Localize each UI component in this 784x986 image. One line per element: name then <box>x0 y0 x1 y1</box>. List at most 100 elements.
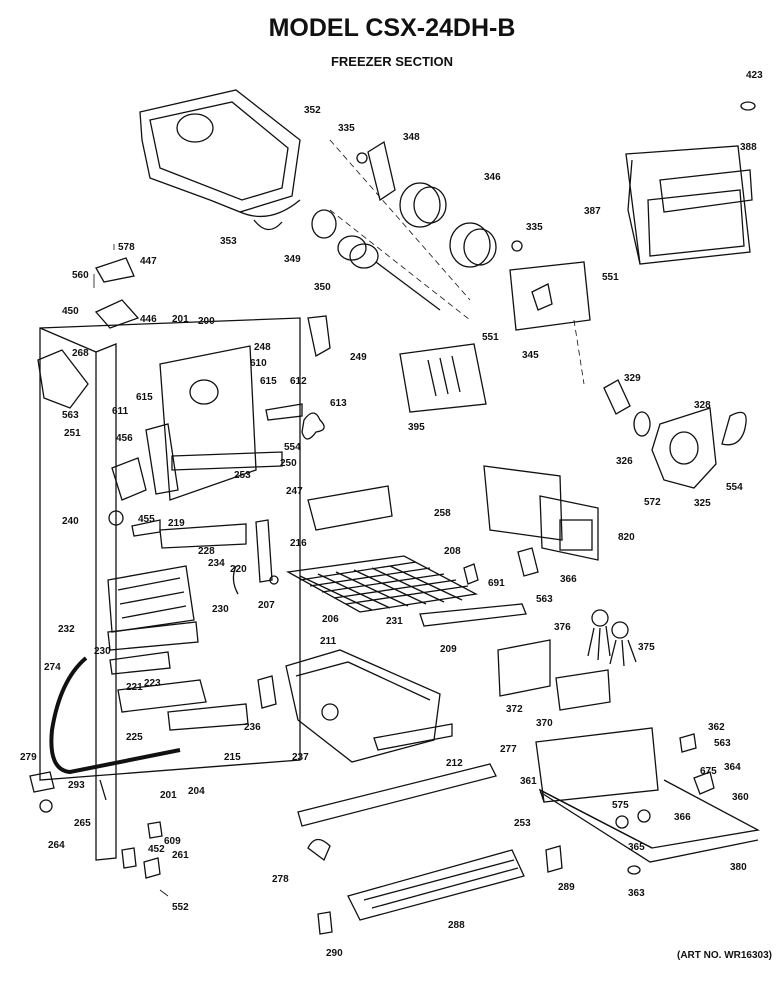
callout-label: 240 <box>62 516 79 527</box>
callout-label: 216 <box>290 538 307 549</box>
callout-label: 370 <box>536 718 553 729</box>
callout-label: 326 <box>616 456 633 467</box>
callout-label: 361 <box>520 776 537 787</box>
callout-label: 362 <box>708 722 725 733</box>
callout-label: 209 <box>440 644 457 655</box>
callout-label: 360 <box>732 792 749 803</box>
callout-label: 328 <box>694 400 711 411</box>
callout-label: 388 <box>740 142 757 153</box>
callout-label: 578 <box>118 242 135 253</box>
callout-label: 353 <box>220 236 237 247</box>
callout-label: 335 <box>338 123 355 134</box>
callout-label: 232 <box>58 624 75 635</box>
callout-label: 376 <box>554 622 571 633</box>
callout-label: 277 <box>500 744 517 755</box>
callout-label: 335 <box>526 222 543 233</box>
callout-label: 613 <box>330 398 347 409</box>
callout-label: 554 <box>284 442 301 453</box>
callout-label: 251 <box>64 428 81 439</box>
callout-label: 675 <box>700 766 717 777</box>
callout-label: 220 <box>230 564 247 575</box>
callout-label: 387 <box>584 206 601 217</box>
callout-label: 446 <box>140 314 157 325</box>
callout-label: 611 <box>112 406 129 417</box>
callout-label: 615 <box>136 392 153 403</box>
callout-label: 575 <box>612 800 629 811</box>
callout-label: 223 <box>144 678 161 689</box>
callout-label: 348 <box>403 132 420 143</box>
callout-label: 261 <box>172 850 189 861</box>
callout-label: 206 <box>322 614 339 625</box>
callout-label: 200 <box>198 316 215 327</box>
callout-label: 225 <box>126 732 143 743</box>
callout-label: 563 <box>536 594 553 605</box>
callout-label: 288 <box>448 920 465 931</box>
callout-label: 363 <box>628 888 645 899</box>
callout-label: 554 <box>726 482 743 493</box>
callout-label: 274 <box>44 662 61 673</box>
callout-label: 253 <box>514 818 531 829</box>
callout-label: 228 <box>198 546 215 557</box>
callout-label: 290 <box>326 948 343 959</box>
callout-label: 248 <box>254 342 271 353</box>
callout-label: 211 <box>320 636 337 647</box>
section-subtitle: FREEZER SECTION <box>330 54 454 69</box>
art-number: (ART NO. WR16303) <box>676 950 772 961</box>
callout-label: 456 <box>116 433 133 444</box>
callout-label: 201 <box>160 790 177 801</box>
callout-label: 447 <box>140 256 157 267</box>
callout-label: 820 <box>618 532 635 543</box>
callout-label: 278 <box>272 874 289 885</box>
callout-label: 552 <box>172 902 189 913</box>
callout-label: 560 <box>72 270 89 281</box>
callout-label: 215 <box>224 752 241 763</box>
callout-label: 551 <box>602 272 619 283</box>
callout-label: 450 <box>62 306 79 317</box>
callout-label: 609 <box>164 836 181 847</box>
callout-label: 395 <box>408 422 425 433</box>
callout-label: 563 <box>62 410 79 421</box>
callout-label: 346 <box>484 172 501 183</box>
callout-label: 572 <box>644 497 661 508</box>
callout-label: 423 <box>746 70 763 81</box>
callout-label: 219 <box>168 518 185 529</box>
callout-label: 208 <box>444 546 461 557</box>
callout-label: 364 <box>724 762 741 773</box>
callout-label: 380 <box>730 862 747 873</box>
callout-label: 268 <box>72 348 89 359</box>
callout-label: 366 <box>560 574 577 585</box>
callout-label: 289 <box>558 882 575 893</box>
callout-label: 691 <box>488 578 505 589</box>
callout-label: 349 <box>284 254 301 265</box>
callout-label: 250 <box>280 458 297 469</box>
callout-label: 231 <box>386 616 403 627</box>
callout-label: 455 <box>138 514 155 525</box>
callout-label: 293 <box>68 780 85 791</box>
callout-label: 247 <box>286 486 303 497</box>
callout-label: 365 <box>628 842 645 853</box>
callout-label: 279 <box>20 752 37 763</box>
callout-label: 201 <box>172 314 189 325</box>
callout-label: 258 <box>434 508 451 519</box>
callout-label: 350 <box>314 282 331 293</box>
callout-label: 237 <box>292 752 309 763</box>
callout-label: 236 <box>244 722 261 733</box>
callout-label: 207 <box>258 600 275 611</box>
callout-label: 265 <box>74 818 91 829</box>
parts-artwork <box>29 89 760 935</box>
callout-label: 366 <box>674 812 691 823</box>
callout-label: 375 <box>638 642 655 653</box>
callout-label: 612 <box>290 376 307 387</box>
callout-label: 329 <box>624 373 641 384</box>
callout-labels: 423 352 335 348 346 388 387 578 447 560 … <box>20 70 763 959</box>
callout-label: 253 <box>234 470 251 481</box>
callout-label: 264 <box>48 840 65 851</box>
callout-label: 230 <box>212 604 229 615</box>
callout-label: 234 <box>208 558 225 569</box>
callout-label: 551 <box>482 332 499 343</box>
callout-label: 345 <box>522 350 539 361</box>
callout-label: 352 <box>304 105 321 116</box>
callout-label: 212 <box>446 758 463 769</box>
callout-label: 249 <box>350 352 367 363</box>
